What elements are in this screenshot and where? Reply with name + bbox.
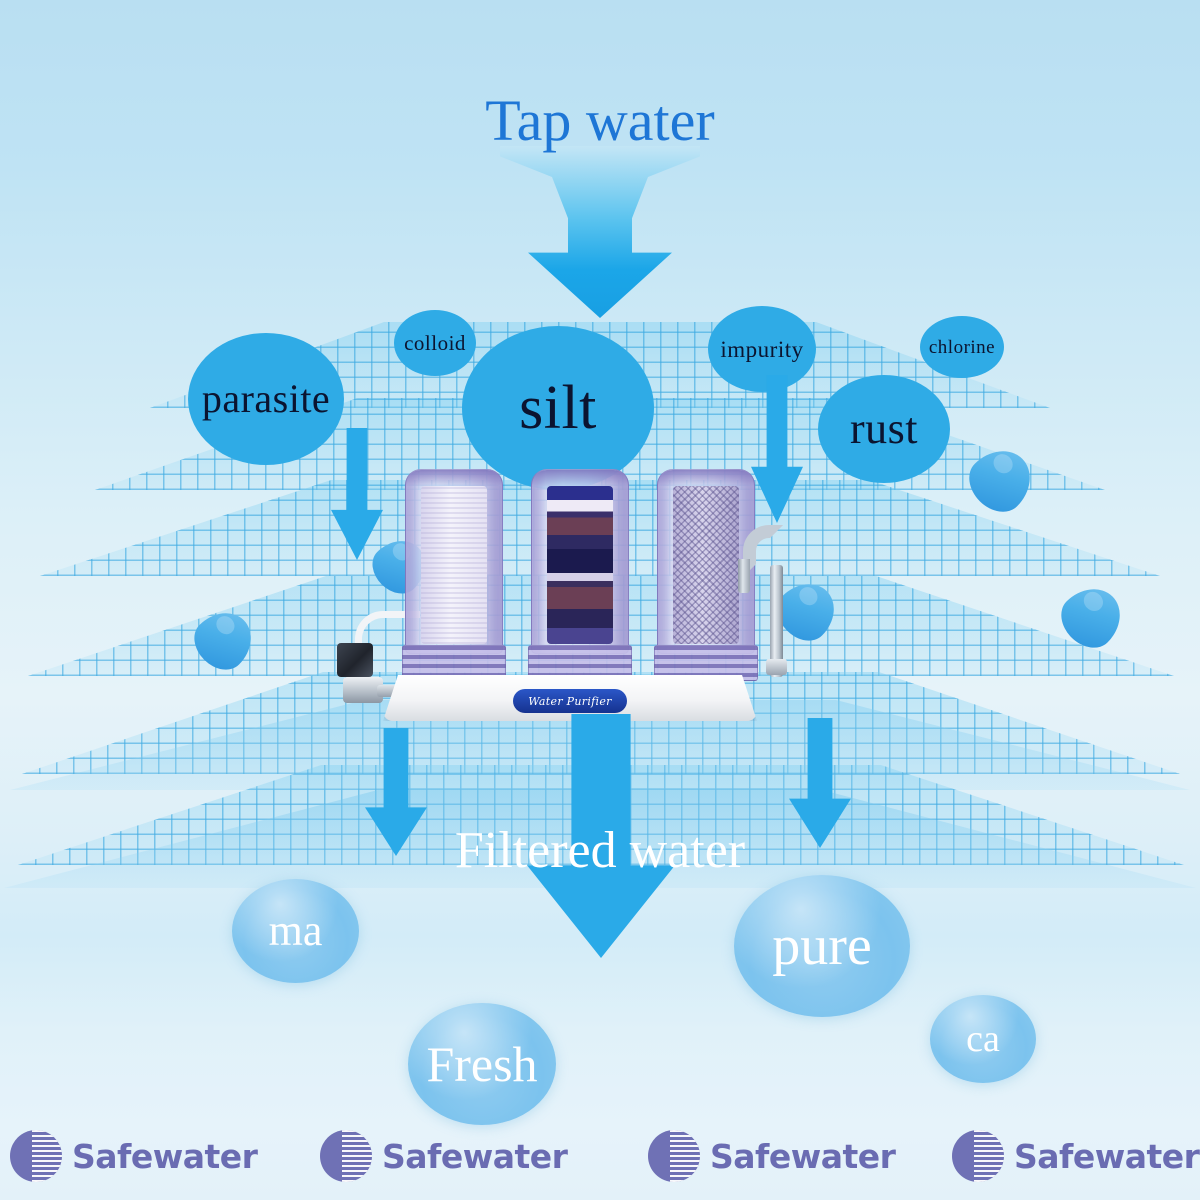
inlet-nut <box>343 677 383 703</box>
faucet-stem <box>770 565 783 677</box>
page-title-filtered-water: Filtered water <box>454 822 746 879</box>
canister-housing <box>405 469 503 654</box>
brand-name: Safewater <box>382 1136 568 1176</box>
product-badge: Water Purifier <box>513 689 627 713</box>
striped-circle-icon <box>648 1130 700 1182</box>
brand-lockup-3: Safewater <box>648 1130 896 1182</box>
contaminant-bubble-rust: rust <box>818 375 950 483</box>
page-title-tap-water: Tap water <box>485 88 715 153</box>
brand-lockup-4: Safewater <box>952 1130 1200 1182</box>
striped-circle-icon <box>10 1130 62 1182</box>
water-droplet-5 <box>1050 575 1134 659</box>
brand-name: Safewater <box>710 1136 896 1176</box>
brand-name: Safewater <box>1014 1136 1200 1176</box>
water-droplet-4 <box>958 437 1044 523</box>
filter-cartridge-mesh <box>673 486 739 644</box>
purifier-base: Water Purifier <box>383 675 757 721</box>
filter-cartridge-multilayer <box>547 486 613 644</box>
brand-lockup-1: Safewater <box>10 1130 258 1182</box>
contaminant-bubble-parasite: parasite <box>188 333 344 465</box>
water-droplet-2 <box>184 600 264 680</box>
contaminant-bubble-chlorine: chlorine <box>920 316 1004 378</box>
striped-circle-icon <box>320 1130 372 1182</box>
filter-canister-stage-3 <box>654 469 758 681</box>
inlet-hose <box>355 611 420 668</box>
brand-band: Safewater Safewater Safewater Safewater <box>0 1104 1200 1200</box>
quality-bubble-ca: ca <box>930 995 1036 1083</box>
water-purifier-unit: Water Purifier <box>337 455 787 721</box>
inlet-valve-assembly <box>337 611 420 703</box>
contaminant-bubble-colloid: colloid <box>394 310 476 376</box>
inlet-valve <box>337 643 373 677</box>
flow-arrow-left <box>331 428 383 560</box>
filter-canister-stage-2 <box>528 469 632 681</box>
striped-circle-icon <box>952 1130 1004 1182</box>
filter-cartridge-sediment <box>421 486 487 644</box>
contaminant-bubble-silt: silt <box>462 326 654 490</box>
quality-bubble-pure: pure <box>734 875 910 1017</box>
contaminant-bubble-impurity: impurity <box>708 306 816 392</box>
faucet-collar <box>766 659 787 675</box>
quality-bubble-fresh: Fresh <box>408 1003 556 1125</box>
canister-housing <box>531 469 629 654</box>
faucet-spout <box>738 559 750 593</box>
brand-name: Safewater <box>72 1136 258 1176</box>
canister-housing <box>657 469 755 654</box>
dispensing-faucet <box>737 525 791 677</box>
filter-canister-stage-1 <box>402 469 506 681</box>
quality-bubble-ma: ma <box>232 879 359 983</box>
brand-lockup-2: Safewater <box>320 1130 568 1182</box>
tap-water-funnel-arrow <box>500 146 700 318</box>
